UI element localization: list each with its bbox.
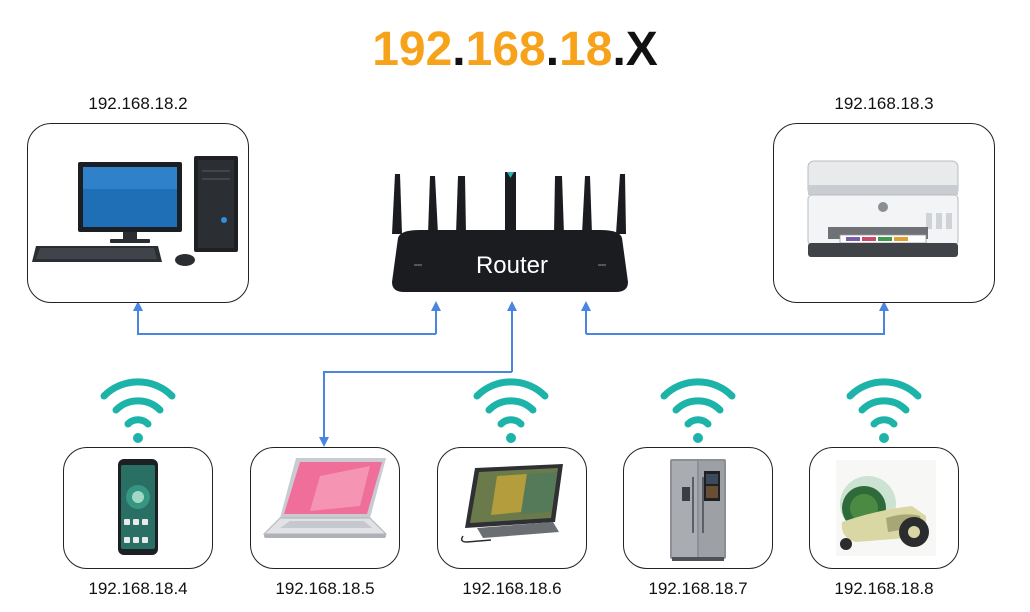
network-title: 192.168.18.X bbox=[0, 22, 1030, 78]
robot-ip-label: 192.168.18.8 bbox=[834, 579, 934, 598]
wifi-icon bbox=[473, 378, 549, 443]
wifi-router-icon bbox=[392, 172, 628, 292]
wifi-icon bbox=[100, 378, 176, 443]
desktop-ip-label: 192.168.18.2 bbox=[88, 94, 188, 113]
phone-ip-label: 192.168.18.4 bbox=[88, 579, 188, 598]
printer-ip-label: 192.168.18.3 bbox=[834, 94, 934, 113]
wifi-icon bbox=[660, 378, 736, 443]
smart-fridge-icon bbox=[670, 459, 726, 561]
wifi-icon bbox=[846, 378, 922, 443]
fridge-ip-label: 192.168.18.7 bbox=[648, 579, 748, 598]
title-octet-1: 192 bbox=[372, 23, 453, 76]
laptop-icon bbox=[262, 458, 388, 538]
title-host-placeholder: X bbox=[625, 23, 658, 76]
router-label: Router bbox=[475, 252, 549, 279]
title-octet-3: 18 bbox=[559, 23, 613, 76]
tablet-ip-label: 192.168.18.6 bbox=[462, 579, 562, 598]
smartphone-icon bbox=[118, 459, 158, 555]
desktop-computer-icon bbox=[32, 156, 238, 266]
robot-device-icon bbox=[836, 460, 936, 556]
title-separator-3: . bbox=[612, 23, 626, 76]
laptop-ip-label: 192.168.18.5 bbox=[275, 579, 375, 598]
title-separator-1: . bbox=[452, 23, 466, 76]
title-separator-2: . bbox=[545, 23, 560, 76]
printer-link-arrow bbox=[586, 301, 889, 335]
tablet-icon bbox=[460, 464, 563, 543]
printer-icon bbox=[807, 160, 959, 257]
title-octet-2: 168 bbox=[465, 23, 546, 76]
desktop-link-arrow bbox=[133, 301, 436, 335]
laptop-link-arrow bbox=[319, 371, 512, 447]
